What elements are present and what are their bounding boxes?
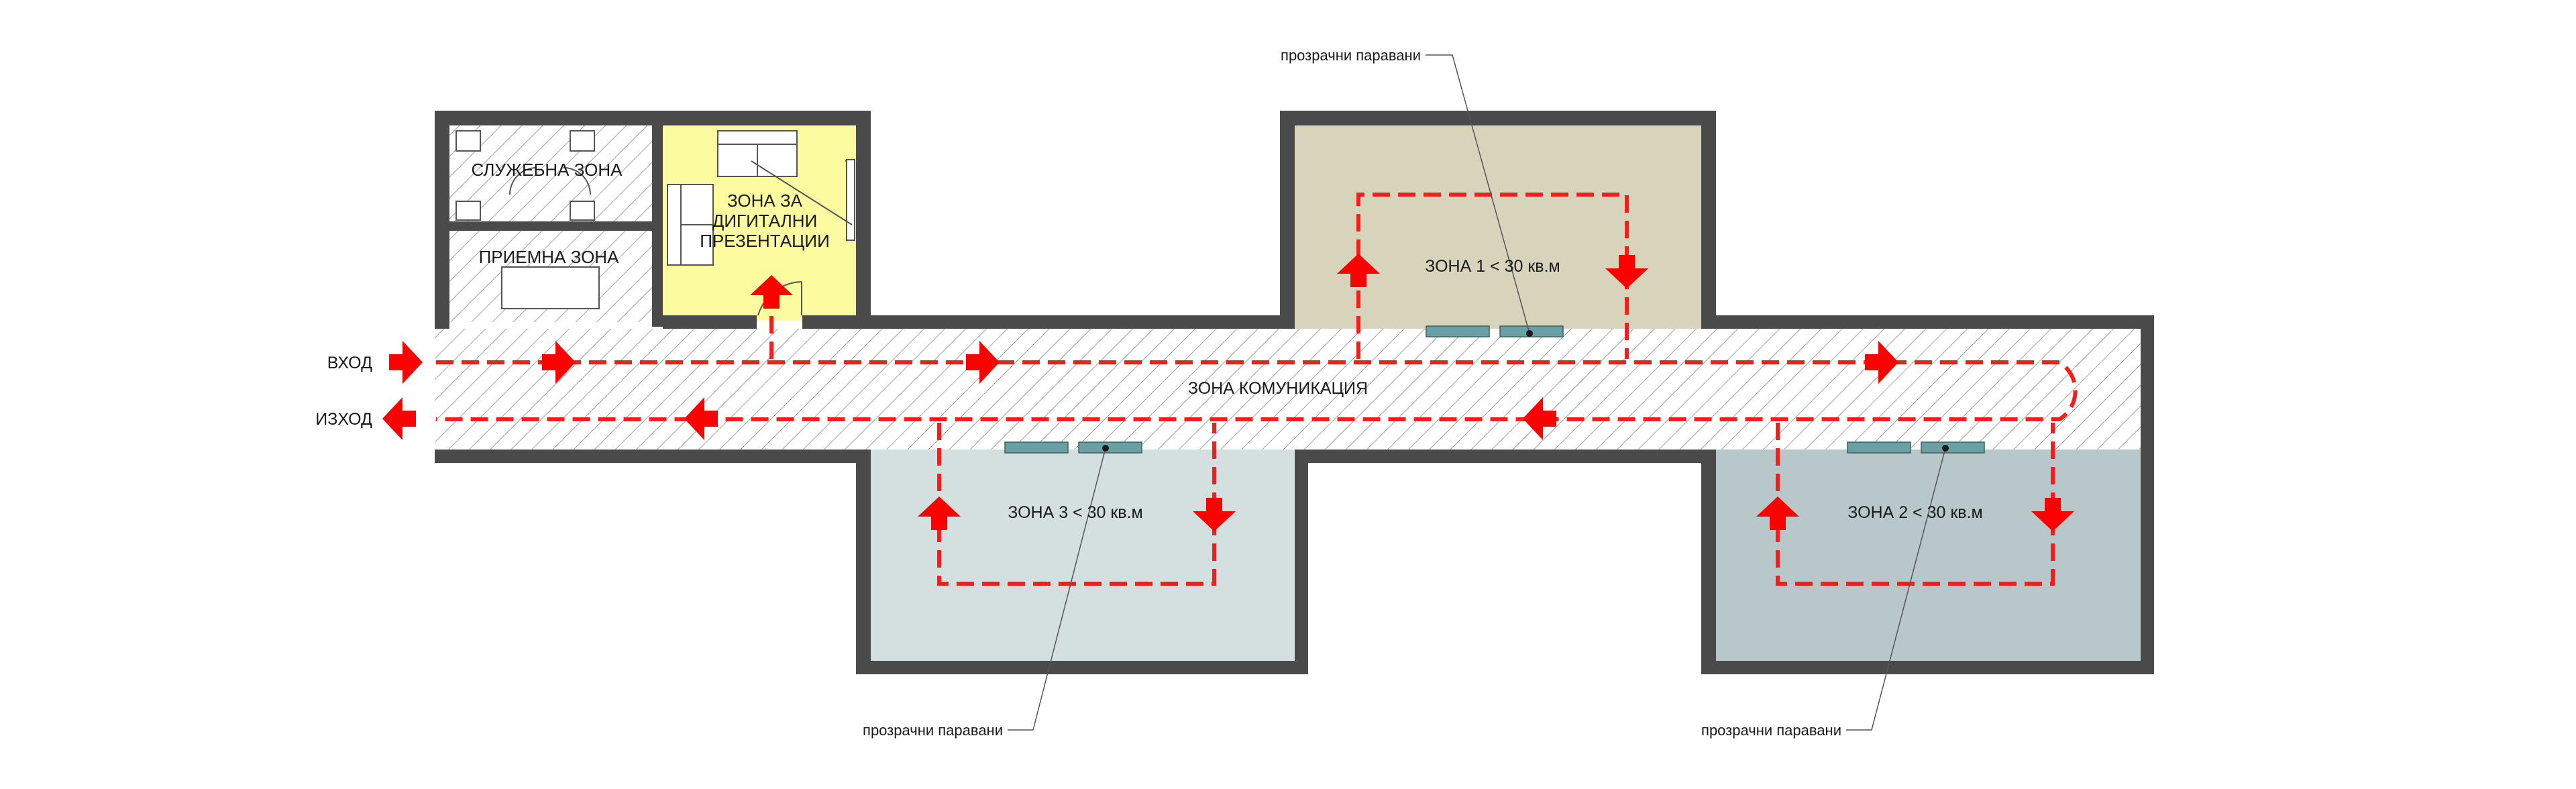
screens-label-bottom-right: прозрачни паравани	[1701, 722, 1841, 739]
screens-label-top: прозрачни паравани	[1281, 47, 1421, 64]
digital-zone-label-1: ЗОНА ЗА	[727, 191, 803, 211]
transparent-screens	[1004, 325, 1985, 454]
exit-label: ИЗХОД	[315, 410, 372, 429]
walls	[435, 111, 2154, 674]
zone1-label: ЗОНА 1 < 30 кв.м	[1425, 257, 1560, 276]
exit-arrow-icon	[382, 397, 416, 440]
reception-desk	[501, 266, 600, 309]
service-zone-label: СЛУЖЕБНА ЗОНА	[472, 160, 623, 180]
leader-lines	[1008, 54, 1949, 731]
communication-zone-floor	[435, 329, 2141, 450]
screens-label-bottom-left: прозрачни паравани	[863, 722, 1003, 739]
flow-arrows	[382, 254, 2074, 531]
zone3-label: ЗОНА 3 < 30 кв.м	[1008, 503, 1142, 522]
zone3-floor	[871, 443, 1295, 661]
digital-room-furniture	[667, 130, 855, 316]
zone2-label: ЗОНА 2 < 30 кв.м	[1847, 503, 1982, 522]
entrance-label: ВХОД	[327, 354, 372, 372]
service-fixtures	[455, 130, 595, 221]
digital-zone-label-2: ДИГИТАЛНИ	[712, 211, 818, 231]
zone2-floor	[1716, 443, 2141, 661]
reception-zone-label: ПРИЕМНА ЗОНА	[479, 247, 619, 267]
zone1-floor	[1295, 125, 1701, 335]
communication-zone-label: ЗОНА КОМУНИКАЦИЯ	[1188, 379, 1368, 398]
entrance-arrow-icon	[389, 341, 423, 384]
digital-zone-label-3: ПРЕЗЕНТАЦИИ	[700, 231, 830, 251]
